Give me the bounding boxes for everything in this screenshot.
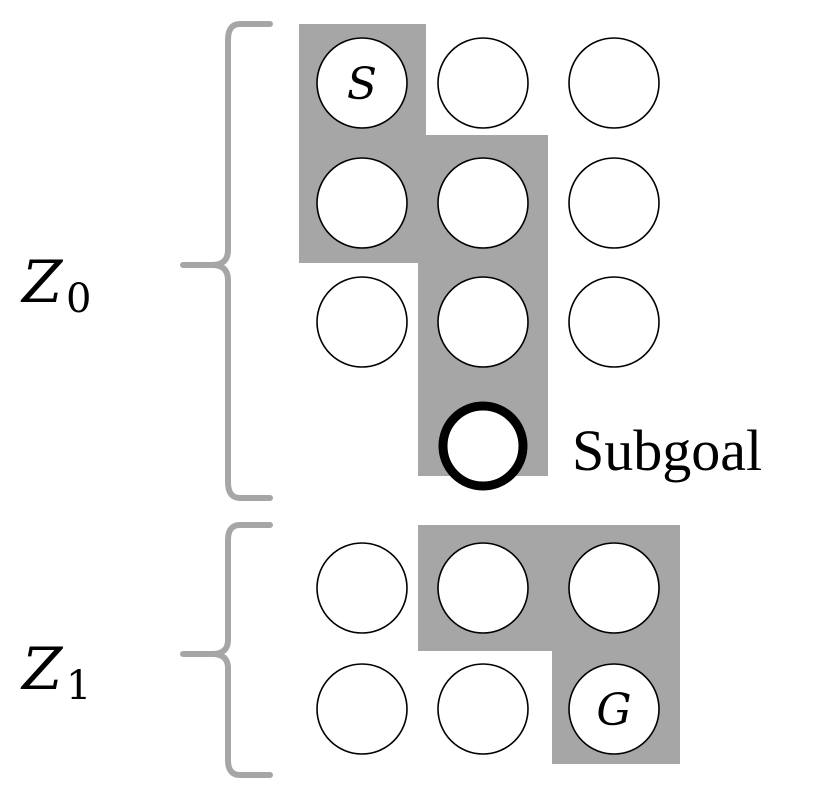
node <box>437 663 529 755</box>
z0-label: Z <box>20 248 64 316</box>
z0-subscript: 0 <box>66 276 91 322</box>
z1-label: Z <box>20 635 64 703</box>
node-subgoal <box>438 401 528 491</box>
node-goal <box>568 663 660 755</box>
node <box>316 542 408 634</box>
node <box>437 276 529 368</box>
start-label: S <box>347 59 377 110</box>
z1-main: Z <box>20 635 64 703</box>
goal-label: G <box>596 685 631 736</box>
node <box>437 542 529 634</box>
z0-main: Z <box>20 248 64 316</box>
node <box>568 157 660 249</box>
node <box>568 276 660 368</box>
node <box>316 157 408 249</box>
node <box>568 37 660 129</box>
node <box>437 37 529 129</box>
z1-subscript: 1 <box>66 663 91 709</box>
node <box>568 542 660 634</box>
z1-brace <box>180 522 273 778</box>
node <box>316 276 408 368</box>
z0-brace <box>180 21 273 501</box>
node <box>316 663 408 755</box>
subgoal-label: Subgoal <box>572 418 762 483</box>
node <box>437 157 529 249</box>
node-start <box>316 37 408 129</box>
